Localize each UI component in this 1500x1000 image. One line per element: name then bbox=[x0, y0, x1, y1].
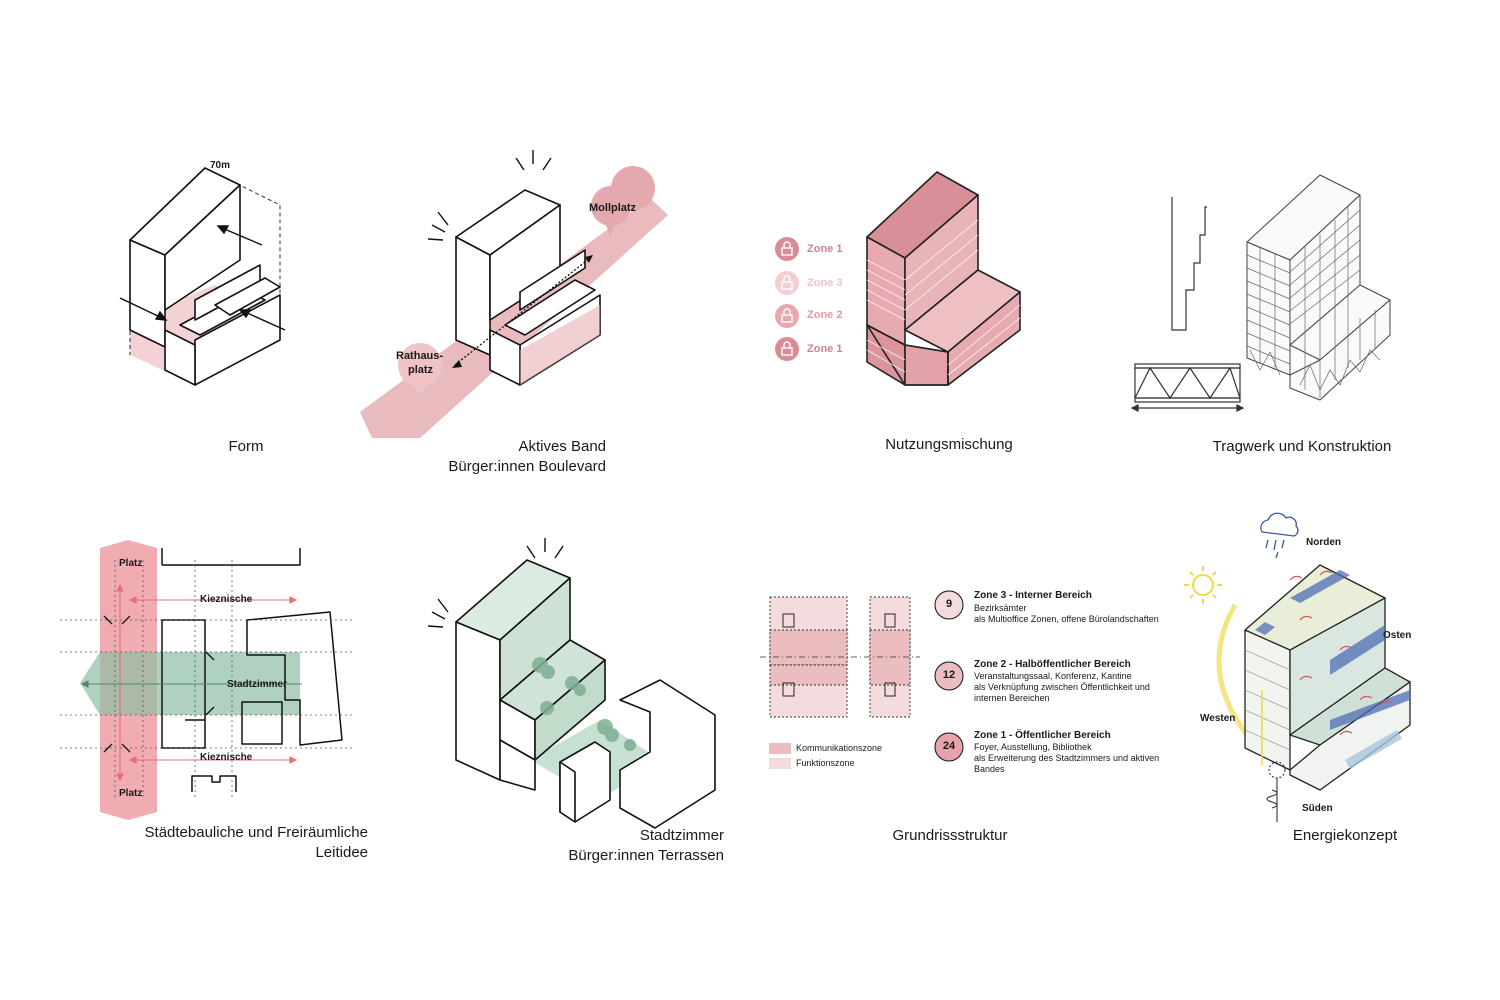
clock-24: 24 bbox=[942, 740, 956, 752]
zone3-title: Zone 3 - Interner Bereich bbox=[974, 590, 1092, 601]
zone2-line3: internen Bereichen bbox=[974, 693, 1050, 703]
clock-9: 9 bbox=[945, 598, 953, 610]
stadtzimmer-caption-1: Stadtzimmer bbox=[639, 827, 724, 844]
zone-label-2: Zone 3 bbox=[807, 277, 843, 289]
zone1-line2: als Erweiterung des Stadtzimmers und akt… bbox=[974, 753, 1160, 763]
form-caption: Form bbox=[228, 438, 264, 455]
energie-caption: Energiekonzept bbox=[1292, 827, 1398, 844]
zone3-line1: Bezirksämter bbox=[974, 603, 1027, 613]
zone-lock-icons bbox=[775, 237, 799, 361]
platz-top-label: Platz bbox=[119, 558, 143, 569]
mollplatz-label: Mollplatz bbox=[589, 202, 637, 214]
zone1-line1: Foyer, Ausstellung, Bibliothek bbox=[974, 742, 1092, 752]
boulevard-band bbox=[360, 198, 668, 438]
sun-icon bbox=[1184, 566, 1222, 604]
form-ground-plane bbox=[130, 285, 280, 385]
platz-bottom-label: Platz bbox=[119, 788, 143, 799]
kieznische-top-label: Kieznische bbox=[200, 594, 253, 605]
grundriss-caption: Grundrissstruktur bbox=[892, 827, 1008, 844]
staedtebau-caption-1: Städtebauliche und Freiräumliche bbox=[144, 824, 368, 841]
geothermal-icon bbox=[1266, 761, 1286, 822]
westen-label: Westen bbox=[1200, 713, 1236, 724]
tragwerk-caption: Tragwerk und Konstruktion bbox=[1212, 438, 1392, 455]
zone-label-3: Zone 2 bbox=[807, 309, 843, 321]
norden-label: Norden bbox=[1306, 537, 1341, 548]
form-dimension-label: 70m bbox=[210, 160, 231, 171]
legend-swatch-kommunikation bbox=[769, 743, 791, 754]
zone3-line2: als Multioffice Zonen, offene Bürolandsc… bbox=[974, 614, 1159, 624]
sueden-label: Süden bbox=[1302, 803, 1333, 814]
section-profile bbox=[1171, 197, 1207, 331]
zone1-line3: Bandes bbox=[974, 764, 1005, 774]
rain-cloud-icon bbox=[1260, 512, 1299, 559]
zone1-title: Zone 1 - Öffentlicher Bereich bbox=[974, 730, 1111, 741]
stadtzimmer-label: Stadtzimmer bbox=[227, 679, 288, 690]
aktives-band-caption-1: Aktives Band bbox=[518, 438, 606, 455]
stadtzimmer-band bbox=[80, 652, 300, 715]
zone2-line1: Veranstaltungssaal, Konferenz, Kantine bbox=[974, 671, 1132, 681]
mollplatz-pin bbox=[611, 166, 655, 211]
clock-12: 12 bbox=[942, 669, 956, 681]
legend-funktion-label: Funktionszone bbox=[796, 758, 855, 768]
truss-icon bbox=[1130, 363, 1245, 412]
legend-kommunikation-label: Kommunikationszone bbox=[796, 743, 883, 753]
staedtebau-caption-2: Leitidee bbox=[315, 844, 368, 861]
aktives-band-caption-2: Bürger:innen Boulevard bbox=[448, 458, 606, 475]
zone2-line2: als Verknüpfung zwischen Öffentlichkeit … bbox=[974, 682, 1150, 692]
platz-strip bbox=[100, 540, 157, 820]
zone-label-4: Zone 1 bbox=[807, 343, 843, 355]
kieznische-bottom-label: Kieznische bbox=[200, 752, 253, 763]
rathausplatz-label-2: platz bbox=[408, 364, 434, 376]
legend-swatch-funktion bbox=[769, 758, 791, 769]
zone-label-1: Zone 1 bbox=[807, 243, 843, 255]
rathausplatz-label-1: Rathaus- bbox=[396, 350, 444, 362]
nutzungsmischung-caption: Nutzungsmischung bbox=[885, 436, 1013, 453]
zone2-title: Zone 2 - Halböffentlicher Bereich bbox=[974, 659, 1131, 670]
stadtzimmer-caption-2: Bürger:innen Terrassen bbox=[568, 847, 724, 864]
clock-icons bbox=[934, 590, 964, 762]
osten-label: Osten bbox=[1383, 630, 1412, 641]
